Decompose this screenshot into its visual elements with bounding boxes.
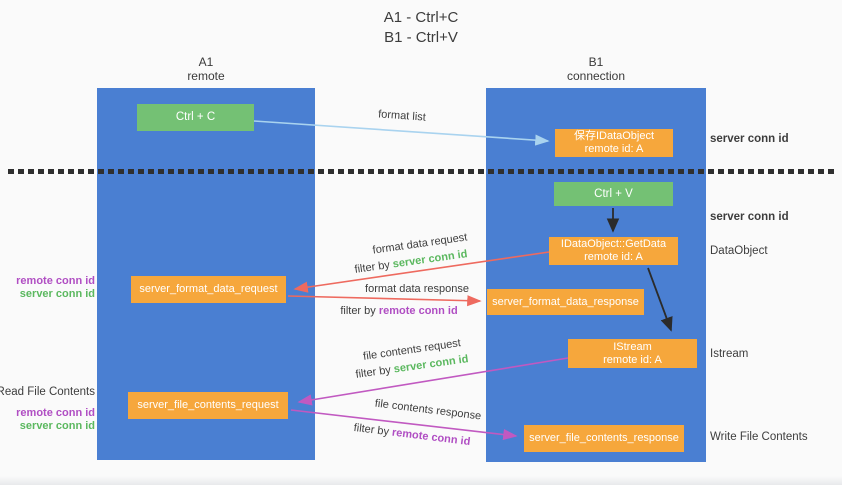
label-server-conn-id-mid: server conn id — [710, 211, 789, 223]
lane-a1-role: remote — [187, 69, 225, 83]
lane-b1-name: B1 — [588, 55, 604, 69]
label-write-file-contents: Write File Contents — [710, 431, 808, 443]
label-istream: Istream — [710, 348, 749, 360]
arrow-format-list — [253, 120, 550, 146]
node-file-response-label: server_file_contents_response — [529, 432, 679, 444]
arrow-format-data-response — [287, 295, 482, 307]
node-istream: IStream remote id: A — [568, 339, 697, 368]
node-server-format-data-request: server_format_data_request — [131, 276, 286, 303]
node-file-request-label: server_file_contents_request — [137, 399, 279, 411]
lane-header-b1: B1 connection — [486, 55, 706, 83]
node-save-idataobject-line2: remote id: A — [584, 143, 644, 155]
node-server-file-contents-response: server_file_contents_response — [524, 425, 684, 452]
server-conn-id-label: server conn id — [19, 420, 95, 432]
node-format-request-label: server_format_data_request — [139, 283, 278, 295]
filter-by-text: filter by — [340, 305, 376, 317]
remote-conn-id-label: remote conn id — [16, 275, 95, 287]
title-line-1: A1 - Ctrl+C — [383, 9, 459, 26]
node-getdata-line1: IDataObject::GetData — [560, 238, 667, 250]
lane-header-a1: A1 remote — [97, 55, 315, 83]
node-format-response-label: server_format_data_response — [492, 295, 639, 308]
node-save-idataobject-line1: 保存IDataObject — [573, 130, 655, 142]
left-conn-ids-file: remote conn id server conn id — [16, 407, 95, 433]
remote-conn-id-label: remote conn id — [16, 407, 95, 419]
node-idataobject-getdata: IDataObject::GetData remote id: A — [549, 237, 678, 265]
title-line-2: B1 - Ctrl+V — [384, 29, 458, 46]
server-conn-id-label: server conn id — [19, 288, 95, 300]
arrow-getdata-to-istream — [647, 267, 673, 332]
lane-b1-role: connection — [566, 69, 626, 83]
node-ctrl-c: Ctrl + C — [137, 104, 254, 131]
diagram-title: A1 - Ctrl+C B1 - Ctrl+V — [301, 8, 541, 48]
lane-a1-name: A1 — [198, 55, 214, 69]
node-getdata-line2: remote id: A — [584, 251, 643, 263]
label-filter-by-remote-1: filter by remote conn id — [340, 305, 457, 317]
arrow-format-data-request — [293, 251, 550, 293]
node-istream-line1: IStream — [613, 340, 652, 353]
remote-conn-id-text: remote conn id — [378, 305, 458, 317]
label-format-data-response: format data response — [365, 283, 469, 295]
node-ctrl-v-label: Ctrl + V — [594, 187, 633, 200]
node-save-idataobject: 保存IDataObject remote id: A — [555, 129, 673, 157]
node-server-file-contents-request: server_file_contents_request — [128, 392, 288, 419]
node-ctrl-v: Ctrl + V — [554, 182, 673, 206]
label-server-conn-id-top: server conn id — [710, 133, 789, 145]
node-istream-line2: remote id: A — [603, 353, 662, 366]
left-conn-ids-format: remote conn id server conn id — [16, 275, 95, 301]
label-read-file-contents: Read File Contents — [0, 386, 95, 398]
arrow-file-contents-request — [297, 357, 569, 406]
dashed-divider-line — [8, 169, 834, 174]
bottom-edge-shade — [0, 476, 842, 485]
node-ctrl-c-label: Ctrl + C — [175, 111, 216, 123]
label-dataobject: DataObject — [710, 245, 768, 257]
arrow-file-contents-response — [290, 409, 518, 441]
node-server-format-data-response: server_format_data_response — [487, 289, 644, 315]
